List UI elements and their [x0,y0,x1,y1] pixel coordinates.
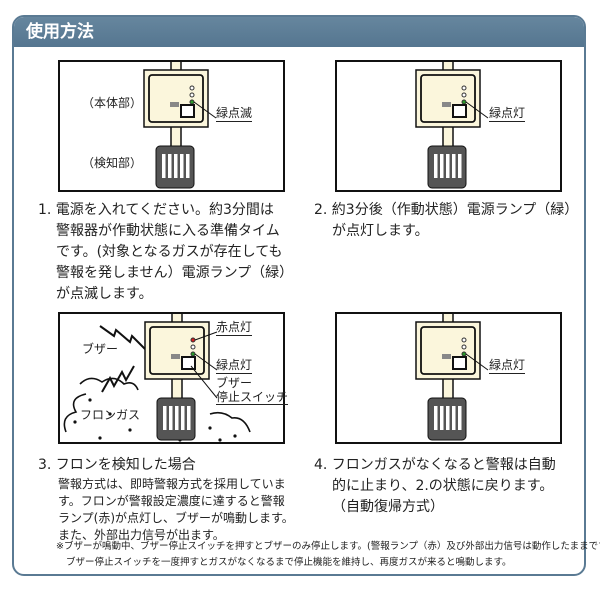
step3-title: 3. フロンを検知した場合 [38,457,196,473]
step3-text: 警報方式は、即時警報方式を採用していま す。フロンが警報設定濃度に達すると警報 … [58,476,294,544]
text-line: 4. フロンガスがなくなると警報は自動 [314,457,556,473]
text-line: 的に止まり、2.の状態に戻ります。 [332,478,554,494]
step4-text: 4. フロンガスがなくなると警報は自動 的に止まり、2.の状態に戻ります。 （自… [314,455,556,518]
step2-text: 2. 約3分後（作動状態）電源ランプ（緑） が点灯します。 [314,200,578,242]
step2-illustration: 緑点灯 [335,60,562,192]
device-icon [143,62,217,189]
device-icon [415,314,489,441]
step1-text: 1. 電源を入れてください。約3分間は 警報器が作動状態に入る準備タイム です。… [38,200,293,305]
green-lamp-label: 緑点灯 [216,358,253,374]
text-line: が点滅します。 [56,286,153,302]
text-line: です。(対象となるガスが存在しても [56,244,283,260]
text-line: 警報器が作動状態に入る準備タイム [56,223,280,239]
body-label: （本体部） [82,96,143,110]
text-line: 2. 約3分後（作動状態）電源ランプ（緑） [314,202,579,218]
step3-illustration: 赤点灯 緑点灯 ブザー停止スイッチ ブザー フロンガス [58,312,289,444]
text-line: 警報を発しません）電源ランプ（緑） [56,265,294,281]
switch-label-line1: ブザー [216,376,253,390]
text-line: す。フロンが警報設定濃度に達すると警報 [58,494,285,508]
text-line: が点灯します。 [332,223,429,239]
text-line: また、外部出力信号が出ます。 [58,528,225,542]
step4-illustration: 緑点灯 [335,312,562,444]
step1-illustration: （本体部） （検知部） 緑点滅 [58,60,285,192]
green-lamp-label: 緑点滅 [216,106,253,122]
device-alarm-icon [63,314,251,442]
text-line: 警報方式は、即時警報方式を採用していま [58,477,286,491]
green-lamp-label: 緑点灯 [489,106,526,122]
section-title: 使用方法 [14,17,584,47]
green-lamp-label: 緑点灯 [489,358,526,374]
switch-label-line2: 停止スイッチ [216,390,289,405]
note-line-1: ※ブザーが鳴動中、ブザー停止スイッチを押すとブザーのみ停止します。(警報ランプ（… [56,541,600,552]
buzzer-stop-switch-label: ブザー停止スイッチ [216,376,289,405]
text-line: 1. 電源を入れてください。約3分間は [38,202,274,218]
text-line: （自動復帰方式） [332,499,444,515]
device-icon [415,62,489,189]
freon-gas-label: フロンガス [80,408,141,422]
text-line: ランプ(赤)が点灯し、ブザーが鳴動します。 [58,511,294,525]
note-line-2: ブザー停止スイッチを一度押すとガスがなくなるまで停止機能を維持し、再度ガスが来る… [66,557,512,568]
detector-label: （検知部） [82,156,143,170]
red-lamp-label: 赤点灯 [216,320,253,336]
buzzer-label: ブザー [82,342,119,356]
usage-card: 使用方法 [12,15,586,576]
